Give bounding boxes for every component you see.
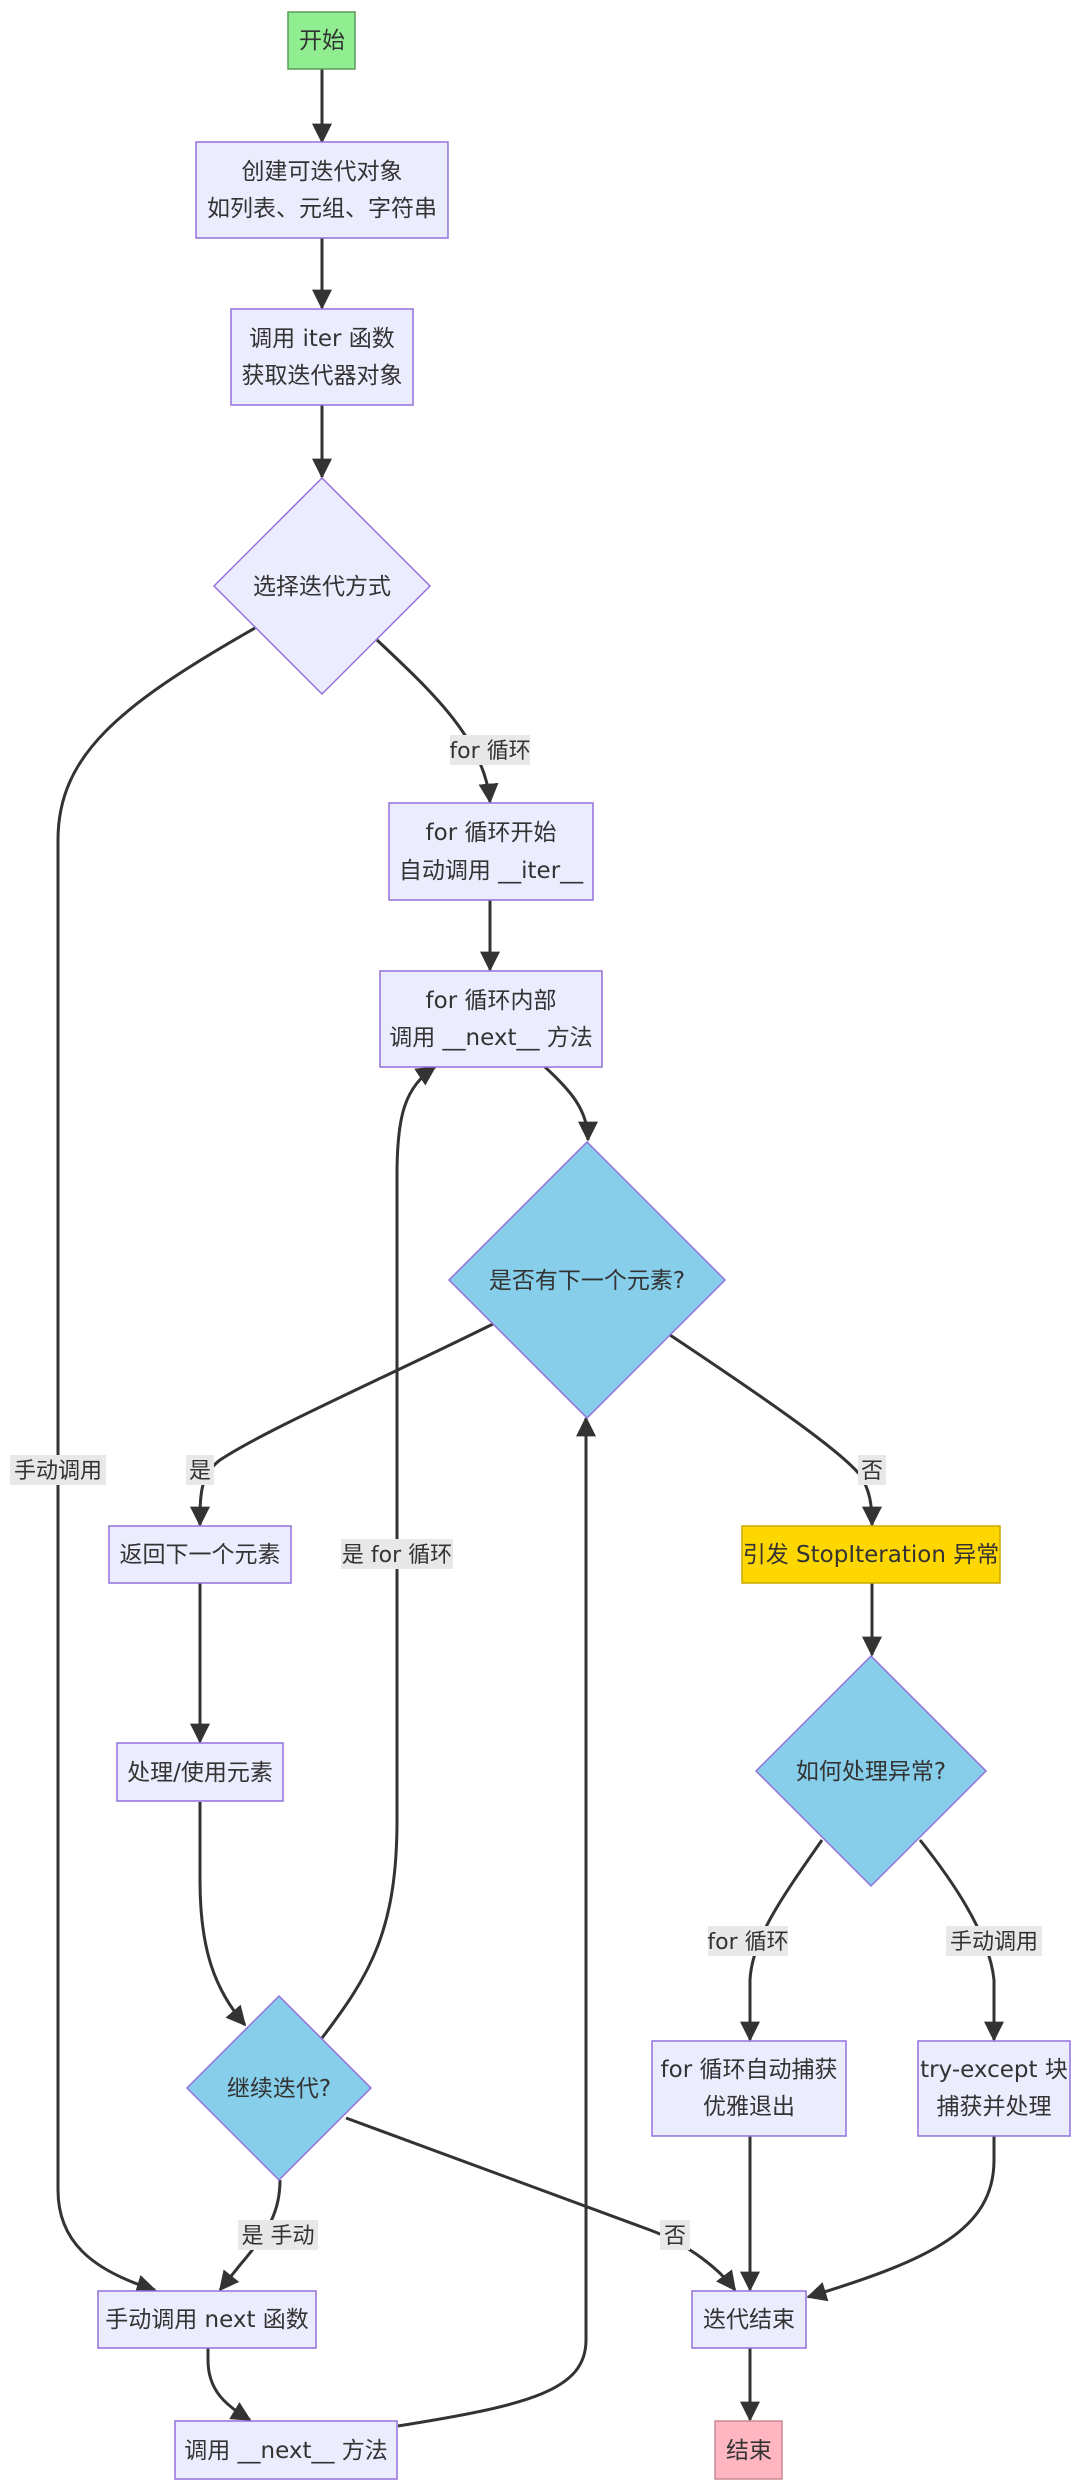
node-continue-iter: 继续迭代? [185, 1994, 373, 2182]
edge-label-continue-no-text: 否 [664, 2224, 686, 2249]
edge-label-handle-manual-text: 手动调用 [950, 1930, 1038, 1955]
node-return-next: 返回下一个元素 [108, 1525, 292, 1584]
edge-label-manual-call: 手动调用 [10, 1455, 106, 1485]
node-has-next-shape [447, 1140, 727, 1420]
node-choose-method-label: 选择迭代方式 [253, 574, 391, 600]
edge-label-no: 否 [858, 1455, 886, 1485]
node-start-shape [287, 11, 356, 70]
node-handle-exc: 如何处理异常? [754, 1654, 988, 1888]
edge-label-handle-for: for 循环 [707, 1926, 789, 1956]
node-for-catch-line2: 优雅退出 [703, 2094, 795, 2120]
edge-label-manual-call-text: 手动调用 [14, 1459, 102, 1484]
edge-choose-manualnext [56, 626, 256, 2295]
node-iter-end: 迭代结束 [691, 2290, 807, 2349]
edge-hasnext-raisestop [669, 1333, 882, 1527]
edge-label-for-loop: for 循环 [449, 735, 531, 765]
edge-processelem-continue [198, 1802, 247, 2027]
node-manual-next-label: 手动调用 next 函数 [105, 2307, 309, 2333]
edge-label-for-loop-text: for 循环 [449, 739, 530, 764]
node-create-iterable-line2: 如列表、元组、字符串 [207, 196, 437, 222]
edge-choose-forstart [375, 638, 499, 804]
node-continue-iter-shape [185, 1994, 373, 2182]
node-try-except-line2: 捕获并处理 [937, 2094, 1052, 2120]
edge-label-yes-manual: 是 手动 [238, 2220, 318, 2250]
node-for-start: for 循环开始 自动调用 __iter__ [388, 802, 594, 901]
node-try-except-shape [917, 2040, 1071, 2137]
node-call-iter: 调用 iter 函数 获取迭代器对象 [230, 308, 414, 406]
node-iter-end-label: 迭代结束 [703, 2307, 795, 2333]
node-call-iter-line2: 获取迭代器对象 [242, 363, 403, 389]
edge-manualnext-callnextmethod [206, 2348, 252, 2422]
node-start-label: 开始 [299, 28, 345, 54]
edge-label-yes-manual-text: 是 手动 [242, 2224, 315, 2249]
node-for-start-line1: for 循环开始 [426, 820, 557, 846]
edge-label-yes-for-loop-text: 是 for 循环 [342, 1543, 452, 1568]
node-process-elem-shape [116, 1742, 284, 1802]
node-for-start-shape [388, 802, 594, 901]
node-choose-method: 选择迭代方式 [212, 476, 432, 696]
node-has-next-label: 是否有下一个元素? [489, 1268, 685, 1294]
node-return-next-shape [108, 1525, 292, 1584]
node-process-elem: 处理/使用元素 [116, 1742, 284, 1802]
node-end-shape [714, 2420, 783, 2480]
node-start: 开始 [287, 11, 356, 70]
node-call-next-method: 调用 __next__ 方法 [174, 2420, 398, 2480]
edge-label-handle-for-text: for 循环 [707, 1930, 788, 1955]
edge-hasnext-returnnext [190, 1321, 496, 1527]
node-choose-method-shape [212, 476, 432, 696]
node-for-catch-shape [651, 2040, 847, 2137]
node-end-label: 结束 [726, 2438, 772, 2464]
node-raise-stop-label: 引发 StopIteration 异常 [743, 1542, 999, 1568]
node-create-iterable: 创建可迭代对象 如列表、元组、字符串 [195, 141, 449, 239]
node-has-next: 是否有下一个元素? [447, 1140, 727, 1420]
node-manual-next-shape [97, 2290, 317, 2349]
edge-forinner-hasnext [543, 1065, 598, 1142]
node-return-next-label: 返回下一个元素 [120, 1542, 281, 1568]
node-call-next-method-shape [174, 2420, 398, 2480]
nodes: 开始 创建可迭代对象 如列表、元组、字符串 调用 iter 函数 获取迭代器对象… [97, 11, 1071, 2480]
edge-callnextmethod-hasnext [397, 1416, 596, 2428]
edge-label-yes: 是 [186, 1455, 214, 1485]
node-end: 结束 [714, 2420, 783, 2480]
node-try-except-line1: try-except 块 [920, 2057, 1068, 2083]
node-raise-stop-shape [741, 1525, 1001, 1584]
edge-label-continue-no: 否 [660, 2220, 690, 2250]
node-for-inner-line1: for 循环内部 [426, 988, 557, 1014]
node-handle-exc-shape [754, 1654, 988, 1888]
edge-tryexcept-iterend [806, 2135, 996, 2302]
node-create-iterable-line1: 创建可迭代对象 [242, 159, 403, 185]
node-for-inner-shape [379, 970, 603, 1068]
node-raise-stop: 引发 StopIteration 异常 [741, 1525, 1001, 1584]
edge-handleexc-forcatch [740, 1839, 824, 2042]
node-try-except: try-except 块 捕获并处理 [917, 2040, 1071, 2137]
node-handle-exc-label: 如何处理异常? [796, 1759, 946, 1785]
edge-handleexc-tryexcept [918, 1839, 1004, 2042]
edge-label-handle-manual: 手动调用 [946, 1926, 1042, 1956]
edge-continue-forinner [320, 1065, 437, 2039]
edge-label-yes-text: 是 [189, 1459, 211, 1484]
node-create-iterable-shape [195, 141, 449, 239]
node-call-iter-line1: 调用 iter 函数 [249, 326, 395, 352]
node-for-inner: for 循环内部 调用 __next__ 方法 [379, 970, 603, 1068]
node-for-inner-line2: 调用 __next__ 方法 [389, 1025, 593, 1051]
node-continue-iter-label: 继续迭代? [227, 2076, 331, 2102]
edge-continue-iterend [345, 2116, 737, 2292]
node-call-iter-shape [230, 308, 414, 406]
node-for-catch: for 循环自动捕获 优雅退出 [651, 2040, 847, 2137]
node-iter-end-shape [691, 2290, 807, 2349]
node-for-start-line2: 自动调用 __iter__ [399, 858, 584, 884]
node-call-next-method-label: 调用 __next__ 方法 [184, 2438, 388, 2464]
edge-labels: for 循环 手动调用 是 否 是 for 循环 for 循环 手动调用 是 [10, 735, 1042, 2250]
node-manual-next: 手动调用 next 函数 [97, 2290, 317, 2349]
node-process-elem-label: 处理/使用元素 [127, 1760, 273, 1786]
edge-label-no-text: 否 [861, 1459, 883, 1484]
edge-label-yes-for-loop: 是 for 循环 [341, 1539, 453, 1569]
node-for-catch-line1: for 循环自动捕获 [661, 2057, 838, 2083]
